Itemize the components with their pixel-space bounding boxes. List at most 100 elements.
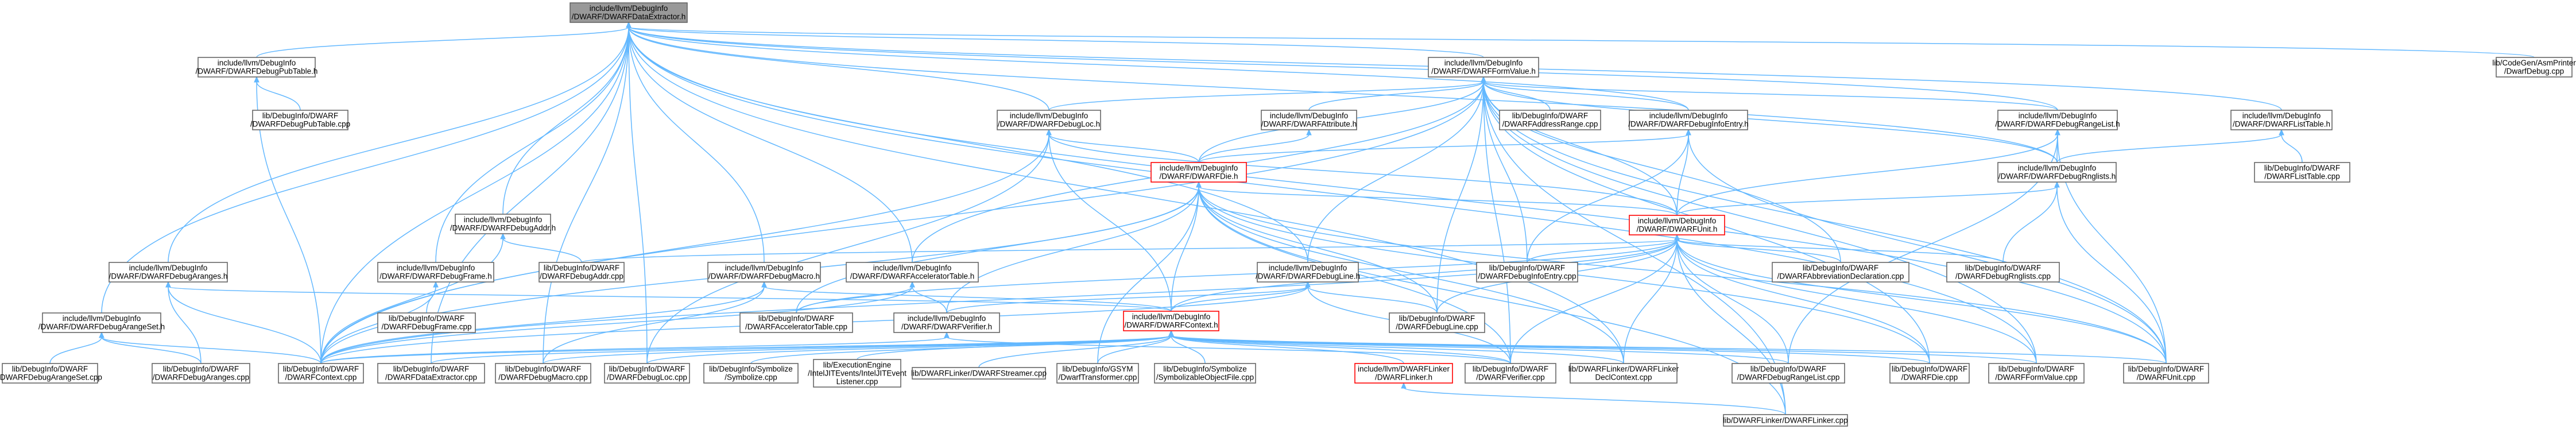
graph-node[interactable]: include/llvm/DebugInfo/DWARF/DWARFDebugA… [450, 214, 556, 234]
graph-node[interactable]: lib/DebugInfo/DWARF/DWARFVerifier.cpp [1465, 363, 1556, 384]
edge-arrowhead [99, 331, 104, 338]
node-label: lib/DebugInfo/DWARF [544, 264, 619, 272]
node-label: /DWARF/DWARFDebugLoc.h [998, 120, 1100, 129]
graph-node[interactable]: lib/CodeGen/AsmPrinter/DwarfDebug.cpp [2492, 57, 2576, 78]
edge-line [502, 238, 582, 263]
edge-line [1510, 239, 1678, 364]
graph-node[interactable]: lib/DebugInfo/DWARF/DWARFDataExtractor.c… [377, 363, 485, 384]
node-label: lib/DebugInfo/Symbolize [709, 365, 793, 373]
edge-line [581, 239, 1678, 263]
node-label: DeclContext.cpp [1595, 373, 1652, 382]
node-label: include/llvm/DebugInfo [590, 4, 668, 13]
graph-node[interactable]: include/llvm/DebugInfo/DWARF/DWARFDebugA… [38, 312, 165, 333]
graph-node[interactable]: include/llvm/DebugInfo/DWARF/DWARFDebugL… [997, 110, 1101, 130]
graph-node[interactable]: lib/DebugInfo/DWARF/DWARFDebugLine.cpp [1389, 312, 1485, 333]
graph-node[interactable]: include/llvm/DebugInfo/DWARF/DWARFDebugR… [1995, 110, 2120, 130]
graph-node[interactable]: include/llvm/DebugInfo/DWARF/DWARFContex… [1123, 311, 1219, 331]
graph-node[interactable]: lib/DebugInfo/DWARF/DWARFDebugRangeList.… [1731, 363, 1845, 384]
dependency-edge [646, 129, 1052, 364]
graph-node[interactable]: lib/DebugInfo/DWARF/DWARFAcceleratorTabl… [739, 312, 853, 333]
edge-line [1676, 134, 1689, 216]
graph-node[interactable]: lib/DWARFLinker/DWARFLinker.cpp [1723, 414, 1848, 427]
node-label: /DWARFDie.cpp [1901, 373, 1958, 382]
graph-node[interactable]: lib/DebugInfo/DWARF/DWARFDebugLoc.cpp [604, 363, 690, 384]
graph-node[interactable]: lib/DebugInfo/DWARF/DWARFContext.cpp [278, 363, 364, 384]
node-box [278, 363, 364, 384]
node-label: include/llvm/DebugInfo [464, 215, 543, 224]
graph-node[interactable]: lib/DebugInfo/DWARF/DWARFDebugInfoEntry.… [1476, 262, 1578, 283]
node-label: lib/DWARFLinker/DWARFLinker.cpp [1723, 416, 1847, 424]
edge-line [1171, 335, 1789, 364]
graph-node[interactable]: lib/DebugInfo/Symbolize/Symbolize.cpp [703, 363, 799, 384]
graph-node[interactable]: include/llvm/DebugInfo/DWARF/DWARFListTa… [2230, 110, 2333, 130]
graph-node[interactable]: include/llvm/DebugInfo/DWARF/DWARFAttrib… [1261, 110, 1357, 130]
edge-line [2002, 186, 2058, 263]
node-box [495, 363, 591, 384]
graph-node[interactable]: lib/DebugInfo/DWARF/DWARFDebugArangeSet.… [0, 363, 102, 384]
graph-node[interactable]: include/llvm/DebugInfo/DWARF/DWARFUnit.h [1629, 215, 1725, 235]
dependency-edge [1308, 76, 1486, 111]
graph-node[interactable]: include/llvm/DebugInfo/DWARF/DWARFVerifi… [893, 312, 1000, 333]
graph-node[interactable]: include/llvm/DebugInfo/DWARF/DWARFDebugP… [196, 57, 318, 78]
node-box [252, 110, 348, 130]
graph-node[interactable]: lib/DebugInfo/DWARF/DWARFDebugRnglists.c… [1946, 262, 2060, 283]
edge-line [320, 337, 947, 364]
edge-line [1171, 239, 1678, 312]
graph-node[interactable]: include/llvm/DebugInfo/DWARF/DWARFDie.h [1151, 162, 1247, 183]
graph-root-node[interactable]: include/llvm/DebugInfo/DWARF/DWARFDataEx… [570, 2, 688, 23]
dependency-edge [946, 281, 1311, 314]
graph-node[interactable]: include/llvm/DebugInfo/DWARF/DWARFFormVa… [1428, 57, 1539, 78]
node-box [539, 262, 625, 283]
graph-node[interactable]: include/llvm/DebugInfo/DWARF/DWARFDebugA… [109, 262, 228, 283]
node-label: lib/DebugInfo/DWARF [1512, 111, 1588, 120]
dependency-edge [626, 21, 2535, 58]
graph-node[interactable]: lib/DebugInfo/DWARF/DWARFDie.cpp [1889, 363, 1970, 384]
node-label: lib/DebugInfo/DWARF [1803, 264, 1878, 272]
graph-node[interactable]: include/llvm/DebugInfo/DWARF/DWARFDebugI… [1628, 110, 1749, 130]
dependency-edge [254, 76, 301, 111]
dependency-edge [254, 76, 321, 364]
node-label: lib/DWARFLinker/DWARFStreamer.cpp [911, 369, 1047, 377]
dependency-edge [1510, 234, 1680, 364]
node-label: lib/DebugInfo/DWARF [1965, 264, 2041, 272]
graph-node[interactable]: lib/DWARFLinker/DWARFLinkerDeclContext.c… [1568, 363, 1679, 384]
graph-node[interactable]: lib/ExecutionEngine/IntelJITEvents/Intel… [808, 359, 907, 388]
edge-arrowhead [1401, 382, 1407, 389]
node-label: /DWARFUnit.cpp [2137, 373, 2195, 382]
graph-node[interactable]: include/llvm/DebugInfo/DWARF/DWARFDebugF… [377, 262, 494, 283]
graph-node[interactable]: lib/DebugInfo/DWARF/DWARFDebugFrame.cpp [377, 312, 476, 333]
node-label: lib/DebugInfo/DWARF [1473, 365, 1548, 373]
graph-node[interactable]: lib/DebugInfo/DWARF/DWARFListTable.cpp [2254, 162, 2350, 183]
graph-node[interactable]: include/llvm/DWARFLinker/DWARFLinker.h [1354, 363, 1453, 384]
graph-node[interactable]: lib/DebugInfo/DWARF/DWARFAddressRange.cp… [1499, 110, 1601, 130]
graph-node[interactable]: include/llvm/DebugInfo/DWARF/DWARFDebugM… [707, 262, 821, 283]
node-label: /DwarfDebug.cpp [2504, 67, 2564, 76]
edge-arrowhead [165, 281, 171, 288]
graph-node[interactable]: lib/DebugInfo/DWARF/DWARFUnit.cpp [2123, 363, 2209, 384]
edge-line [1676, 239, 2037, 364]
graph-node[interactable]: lib/DebugInfo/DWARF/DWARFDebugAddr.cpp [539, 262, 625, 283]
graph-node[interactable]: lib/DebugInfo/DWARF/DWARFDebugMacro.cpp [495, 363, 591, 384]
graph-node[interactable]: include/llvm/DebugInfo/DWARF/DWARFDebugR… [1997, 162, 2117, 183]
node-label: include/llvm/DebugInfo [218, 59, 296, 67]
graph-node[interactable]: include/llvm/DebugInfo/DWARF/DWARFAccele… [846, 262, 979, 283]
node-label: /DWARFListTable.cpp [2264, 172, 2340, 181]
graph-node[interactable]: lib/DebugInfo/DWARF/DWARFAbbreviationDec… [1772, 262, 1909, 283]
edge-line [101, 337, 202, 364]
node-label: lib/ExecutionEngine [823, 361, 892, 369]
graph-node[interactable]: lib/DebugInfo/DWARF/DWARFDebugPubTable.c… [250, 110, 350, 130]
graph-node[interactable]: lib/DebugInfo/Symbolize/SymbolizableObje… [1154, 363, 1256, 384]
graph-node[interactable]: lib/DebugInfo/DWARF/DWARFFormValue.cpp [1988, 363, 2085, 384]
graph-node[interactable]: lib/DebugInfo/DWARF/DWARFDebugAranges.cp… [152, 363, 250, 384]
node-label: /DWARF/DWARFDebugFrame.h [379, 272, 492, 281]
graph-node[interactable]: lib/DebugInfo/GSYM/DwarfTransformer.cpp [1056, 363, 1139, 384]
edge-line [1171, 335, 2167, 364]
graph-node[interactable]: include/llvm/DebugInfo/DWARF/DWARFDebugL… [1256, 262, 1360, 283]
graph-node[interactable]: lib/DWARFLinker/DWARFStreamer.cpp [911, 367, 1047, 380]
node-box [2254, 162, 2350, 183]
edge-line [628, 26, 1689, 111]
node-label: include/llvm/DebugInfo [1270, 111, 1349, 120]
node-label: /DWARFDebugFrame.cpp [381, 323, 471, 331]
dependency-edge [502, 21, 632, 215]
edge-line [1171, 335, 2037, 364]
